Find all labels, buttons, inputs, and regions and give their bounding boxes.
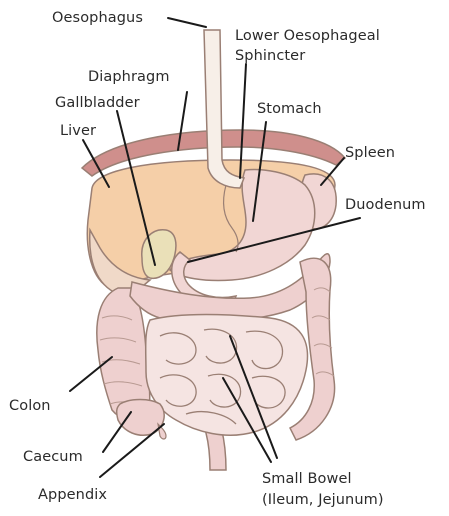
label-liver: Liver (60, 123, 96, 139)
label-oesophagus: Oesophagus (52, 10, 143, 26)
leader-oesophagus (168, 18, 206, 27)
label-les-line2: Sphincter (235, 48, 305, 64)
label-appendix: Appendix (38, 487, 107, 503)
label-stomach: Stomach (257, 101, 322, 117)
label-caecum: Caecum (23, 449, 83, 465)
label-colon: Colon (9, 398, 51, 414)
label-gallbladder: Gallbladder (55, 95, 140, 111)
label-duodenum: Duodenum (345, 197, 426, 213)
label-les-line1: Lower Oesophageal (235, 28, 380, 44)
label-small-bowel-line2: (Ileum, Jejunum) (262, 492, 384, 508)
label-spleen: Spleen (345, 145, 395, 161)
label-diaphragm: Diaphragm (88, 69, 170, 85)
label-small-bowel-line1: Small Bowel (262, 471, 352, 487)
